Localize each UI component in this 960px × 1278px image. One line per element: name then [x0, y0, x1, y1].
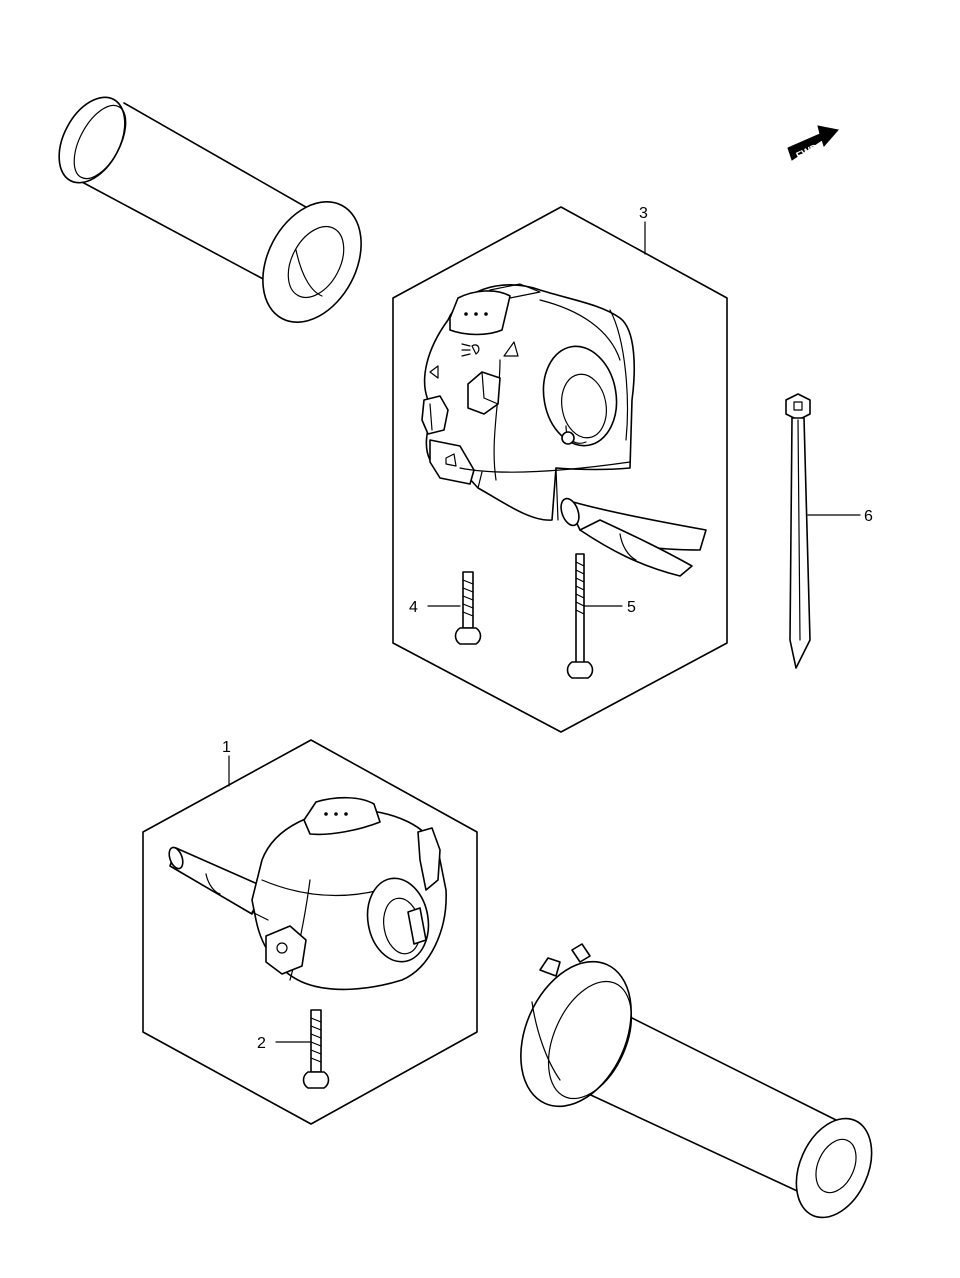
callout-5: 5: [627, 599, 636, 616]
headlight-icon: [461, 343, 480, 357]
cable-tie-part-6: 6: [785, 393, 873, 669]
screw-part-4: 4: [409, 571, 482, 645]
grip-top-left: [58, 96, 362, 323]
callout-4: 4: [409, 599, 418, 616]
callout-3: 3: [639, 205, 648, 222]
horn-icon: [445, 453, 457, 467]
kit-outline-1: [142, 739, 478, 1125]
hazard-icon: [503, 341, 519, 357]
screw-part-5: 5: [566, 553, 636, 679]
turn-signal-icon: [429, 365, 439, 379]
handlebar-switch-right: [421, 283, 707, 577]
fwd-arrow-icon: FWD: [787, 125, 839, 162]
callout-1: 1: [222, 739, 231, 756]
screw-part-2: 2: [257, 1009, 330, 1089]
kit-outline-3: [392, 206, 728, 733]
handlebar-switch-left: [168, 796, 447, 991]
grip-bottom-right: [520, 943, 873, 1219]
callout-2: 2: [257, 1035, 266, 1052]
callout-6: 6: [864, 508, 873, 525]
